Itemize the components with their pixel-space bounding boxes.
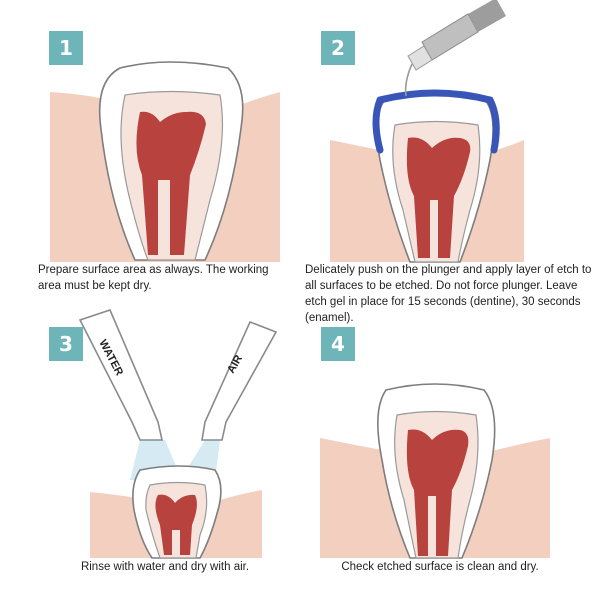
step-number-badge: 3 xyxy=(49,327,83,361)
step-number-badge: 2 xyxy=(321,31,355,65)
air-nozzle xyxy=(201,320,278,441)
step-3-panel: WATER AIR 3 Rinse with water and dry wit… xyxy=(0,300,300,600)
tooth-illustration-2 xyxy=(330,0,524,263)
step-caption: Check etched surface is clean and dry. xyxy=(341,561,539,573)
tooth-illustration-1 xyxy=(50,61,280,262)
step-caption: Delicately push on the plunger and apply… xyxy=(305,264,592,324)
step-number-badge: 4 xyxy=(321,327,355,361)
step-number-badge: 1 xyxy=(49,31,83,65)
tooth-illustration-4 xyxy=(320,383,550,559)
step-1-panel: 1 Prepare surface area as always. The wo… xyxy=(0,0,300,300)
step-2-panel: 2 Delicately push on the plunger and app… xyxy=(300,0,600,324)
step-4-panel: 4 Check etched surface is clean and dry. xyxy=(300,300,600,600)
etch-syringe xyxy=(404,0,506,97)
step-caption: Prepare surface area as always. The work… xyxy=(38,264,269,292)
tooth-illustration-3: WATER AIR xyxy=(78,309,278,559)
water-nozzle xyxy=(78,309,163,441)
step-caption: Rinse with water and dry with air. xyxy=(80,561,250,573)
